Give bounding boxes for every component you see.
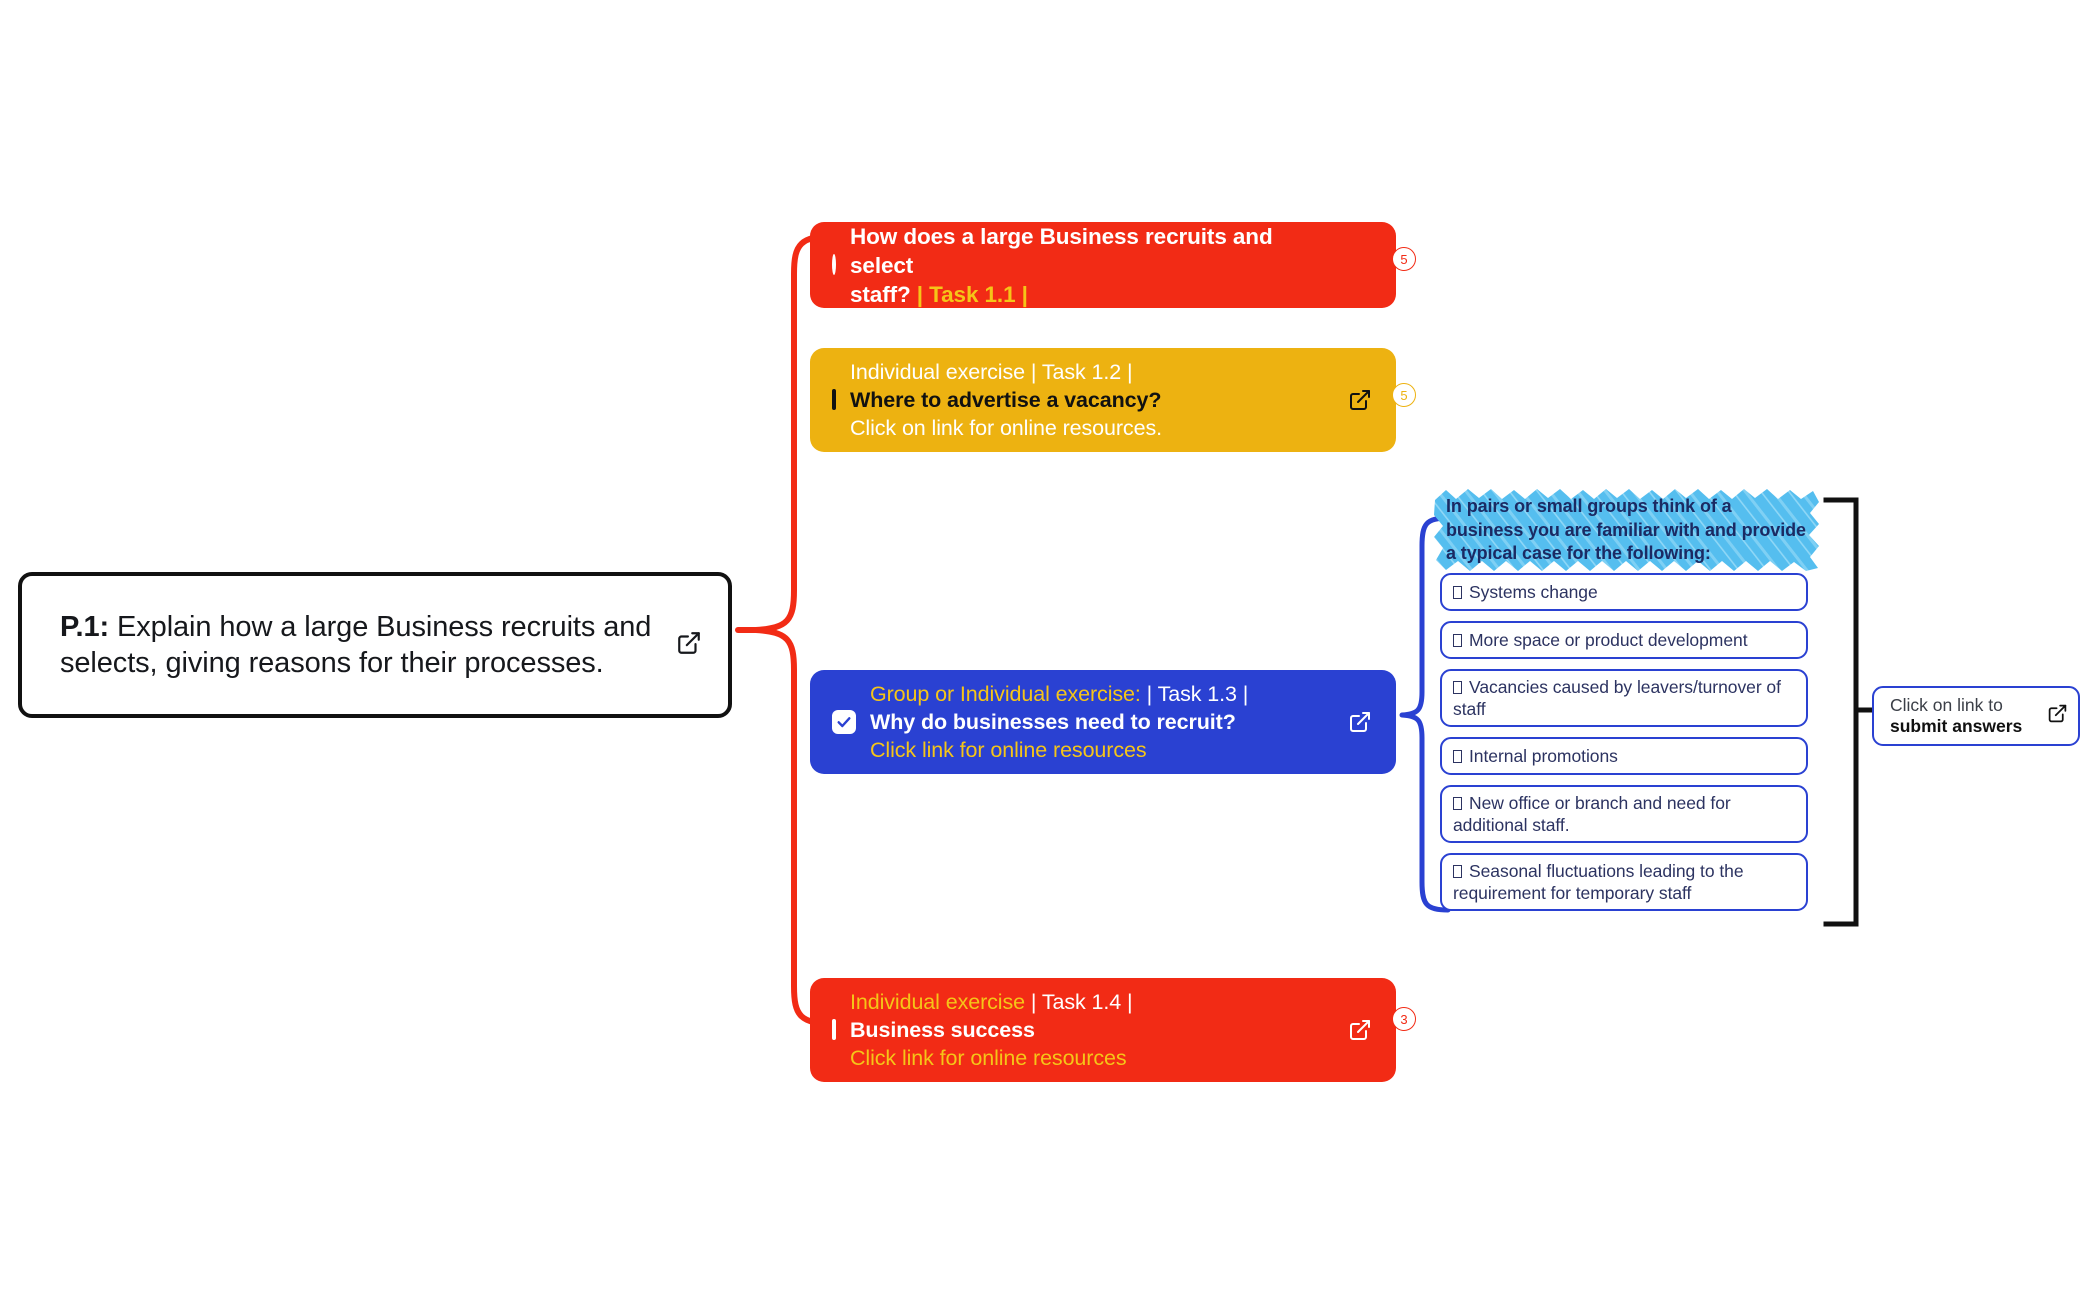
- task-card-1-2-line1: Individual exercise | Task 1.2 |: [850, 360, 1133, 384]
- option-box-seasonal[interactable]: Seasonal fluctuations leading to the req…: [1440, 853, 1808, 911]
- submit-answers-box[interactable]: Click on link to submit answers: [1872, 686, 2080, 746]
- task-card-1-3[interactable]: Group or Individual exercise: | Task 1.3…: [810, 670, 1396, 774]
- task-card-1-1-body: How does a large Business recruits and s…: [850, 208, 1324, 323]
- option-label: New office or branch and need for additi…: [1453, 792, 1731, 835]
- panel-heading-text: In pairs or small groups think of a busi…: [1446, 496, 1806, 563]
- task-card-1-3-title: Why do businesses need to recruit?: [870, 710, 1236, 734]
- missing-glyph-icon: [1453, 796, 1462, 810]
- submit-answers-line1: Click on link to: [1890, 695, 2003, 715]
- task-card-1-1-task-label: | Task 1.1 |: [910, 281, 1028, 307]
- task-card-1-3-body: Group or Individual exercise: | Task 1.3…: [870, 666, 1324, 778]
- task-card-1-4-body: Individual exercise | Task 1.4 | Busines…: [850, 974, 1324, 1086]
- task-card-1-2-body: Individual exercise | Task 1.2 | Where t…: [850, 344, 1324, 456]
- radio-unchecked-icon[interactable]: [832, 254, 836, 275]
- option-label: Systems change: [1453, 581, 1598, 604]
- option-box-new-office[interactable]: New office or branch and need for additi…: [1440, 785, 1808, 843]
- option-label: More space or product development: [1453, 629, 1748, 652]
- task-card-1-4-link[interactable]: [1324, 1018, 1396, 1042]
- external-link-icon[interactable]: [676, 630, 702, 661]
- task-card-1-4-hint: Click link for online resources: [850, 1046, 1127, 1070]
- submit-answers-text: Click on link to submit answers: [1890, 695, 2047, 737]
- task-card-1-4-line1: Individual exercise: [850, 990, 1025, 1014]
- task-card-1-4[interactable]: Individual exercise | Task 1.4 | Busines…: [810, 978, 1396, 1082]
- root-objective-body: Explain how a large Business recruits an…: [60, 611, 652, 679]
- option-label: Seasonal fluctuations leading to the req…: [1453, 860, 1744, 903]
- external-link-icon[interactable]: [1348, 388, 1372, 412]
- submit-answers-line2: submit answers: [1890, 716, 2023, 736]
- root-objective-node[interactable]: P.1: Explain how a large Business recrui…: [18, 572, 732, 718]
- task-card-1-1[interactable]: How does a large Business recruits and s…: [810, 222, 1396, 308]
- task-card-1-3-task-label: | Task 1.3 |: [1140, 682, 1249, 706]
- external-link-icon[interactable]: [1348, 1018, 1372, 1042]
- root-objective-label: P.1:: [60, 611, 110, 643]
- checkbox-unchecked-icon[interactable]: [832, 1019, 836, 1040]
- task-card-1-4-count-badge: 3: [1392, 1007, 1416, 1031]
- root-objective-text: P.1: Explain how a large Business recrui…: [60, 609, 676, 681]
- task-card-1-2-title: Where to advertise a vacancy?: [850, 388, 1162, 412]
- missing-glyph-icon: [1453, 864, 1462, 878]
- option-box-vacancies[interactable]: Vacancies caused by leavers/turnover of …: [1440, 669, 1808, 727]
- task-card-1-3-hint: Click link for online resources: [870, 738, 1147, 762]
- missing-glyph-icon: [1453, 749, 1462, 763]
- external-link-icon[interactable]: [2047, 703, 2068, 729]
- task-card-1-2-count-badge: 5: [1392, 383, 1416, 407]
- external-link-icon[interactable]: [1348, 710, 1372, 734]
- checkbox-checked-icon[interactable]: [832, 710, 856, 734]
- task-card-1-2-link[interactable]: [1324, 388, 1396, 412]
- task-card-1-1-line2: staff?: [850, 281, 911, 307]
- task-card-1-1-line1: How does a large Business recruits and s…: [850, 223, 1273, 278]
- task-card-1-1-count-badge: 5: [1392, 247, 1416, 271]
- missing-glyph-icon: [1453, 680, 1462, 694]
- option-box-more-space[interactable]: More space or product development: [1440, 621, 1808, 659]
- highlighter-marker: [1434, 489, 1819, 571]
- option-box-systems-change[interactable]: Systems change: [1440, 573, 1808, 611]
- panel-heading: In pairs or small groups think of a busi…: [1434, 489, 1819, 571]
- task-card-1-4-title: Business success: [850, 1018, 1035, 1042]
- checkbox-unchecked-icon[interactable]: [832, 389, 836, 410]
- option-box-internal-promotions[interactable]: Internal promotions: [1440, 737, 1808, 775]
- task-card-1-3-line1: Group or Individual exercise:: [870, 682, 1141, 706]
- task-card-1-4-task-label: | Task 1.4 |: [1024, 990, 1133, 1014]
- check-icon: [837, 717, 851, 728]
- option-label: Vacancies caused by leavers/turnover of …: [1453, 676, 1781, 719]
- task-card-1-2-hint: Click on link for online resources.: [850, 416, 1162, 440]
- option-label: Internal promotions: [1453, 745, 1618, 768]
- missing-glyph-icon: [1453, 633, 1462, 647]
- task-card-1-3-link[interactable]: [1324, 710, 1396, 734]
- missing-glyph-icon: [1453, 585, 1462, 599]
- task-card-1-2[interactable]: Individual exercise | Task 1.2 | Where t…: [810, 348, 1396, 452]
